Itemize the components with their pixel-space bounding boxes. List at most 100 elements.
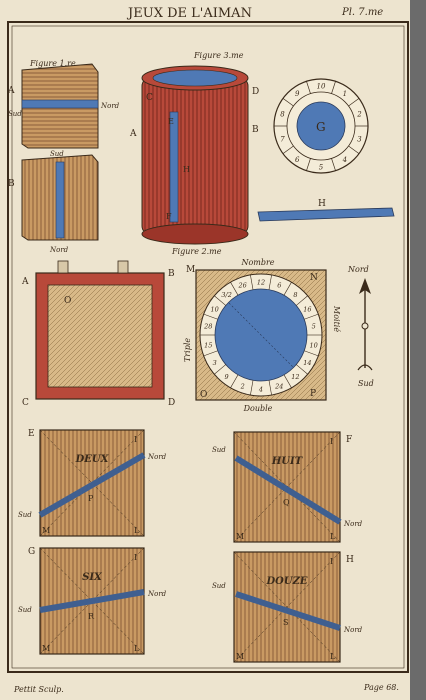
open-box-figure: A B C D O [21, 260, 175, 408]
board-label-left: Triple [183, 338, 192, 362]
plate-title: JEUX DE L'AIMAN [126, 6, 252, 21]
board-number: 15 [204, 341, 212, 349]
box-label-b: B [168, 269, 175, 279]
tile-sud: Sud [18, 511, 32, 519]
board-number: 8 [293, 291, 297, 299]
figure-1-sud: Sud [8, 110, 22, 118]
box-hinge-right [117, 260, 129, 274]
board-spoke [283, 374, 292, 388]
tile-corner-tr: I [330, 557, 333, 566]
figure-3: Figure 3.me C D A B E H F Figure 2.me [129, 51, 259, 256]
board-spoke [304, 313, 319, 320]
board-spoke [230, 374, 239, 388]
tile-corner-bl: M [42, 644, 50, 653]
board-spoke [214, 364, 226, 375]
scan-edge [410, 0, 426, 700]
tile-magnet [234, 455, 342, 525]
board-number: 6 [277, 282, 281, 290]
board-number: 12 [291, 373, 299, 381]
dial-spoke [306, 81, 311, 94]
dial-spoke [331, 158, 336, 171]
cylinder-inner-magnet [169, 111, 179, 223]
dial-spoke [348, 145, 360, 154]
page-number: Page 68. [363, 683, 399, 692]
compass-figure: Nord Sud [347, 265, 374, 388]
dial-spoke [282, 145, 294, 154]
tile-title: HUIT [271, 456, 304, 467]
tile-title: SIX [82, 572, 103, 583]
board-spoke [250, 380, 254, 396]
box-label-a: A [21, 277, 29, 287]
dial-spoke [306, 158, 311, 171]
dial-number: 4 [342, 156, 347, 164]
board-label-m: M [186, 265, 195, 275]
board-spoke [214, 295, 226, 306]
board-label-right: Moitié [332, 305, 341, 332]
board-label-p: P [310, 389, 316, 399]
board-spokes [200, 274, 322, 396]
board-number: 5 [312, 323, 316, 331]
tile-corner-bl: M [42, 526, 50, 535]
board-number: 26 [238, 282, 247, 290]
figure-1-sud-2: Sud [50, 150, 64, 158]
board-number: 10 [310, 341, 318, 349]
dial-label-g: G [316, 120, 326, 134]
figure-1-bottom-magnet [55, 161, 65, 239]
tile-corner-tr: I [134, 435, 137, 444]
dial-spoke [282, 98, 294, 107]
board-spoke [230, 282, 239, 296]
tile-magnet [39, 589, 145, 613]
box-label-o: O [64, 296, 71, 306]
tile-nord: Nord [147, 453, 167, 461]
board-number: 3 [213, 359, 217, 367]
figure-1-label-a: A [7, 86, 15, 96]
figure-3-label: Figure 3.me [193, 51, 244, 60]
board-number: 28 [203, 323, 212, 331]
tile-magnet [235, 591, 341, 631]
box-label-c: C [22, 398, 29, 408]
tile-magnet [38, 452, 146, 518]
board-number: 24 [274, 382, 283, 390]
tile-sud: Sud [18, 606, 32, 614]
tile-guide-line [233, 551, 341, 663]
figure-1-nord: Nord [100, 102, 120, 110]
tile-corner-outer: H [346, 555, 354, 565]
board-number: 3/2 [221, 291, 231, 299]
tile-center-label: P [88, 494, 94, 503]
figure-2-label: Figure 2.me [171, 247, 222, 256]
tile-nord: Nord [343, 626, 363, 634]
compass-tail [357, 364, 373, 371]
engraver-credit: Pettit Sculp. [13, 685, 64, 694]
figure-1: Figure 1.re A Nord Sud B Sud Nord [7, 59, 120, 254]
tile-sud: Sud [212, 446, 226, 454]
board-spoke [203, 350, 218, 357]
tile-corner-bl: M [236, 532, 244, 541]
dial-number: 7 [280, 136, 285, 144]
board-spoke [268, 274, 272, 290]
plate-border [7, 21, 409, 673]
compass-nord: Nord [347, 265, 369, 274]
tile-corner-br: L [330, 652, 336, 661]
box-label-d: D [168, 398, 175, 408]
cylinder-body [141, 77, 249, 235]
tile-center-label: R [88, 612, 95, 621]
dial-spokes [274, 81, 368, 171]
board-label-n: N [310, 273, 318, 283]
dial-spoke [331, 81, 336, 94]
figure-3-label-a: A [129, 129, 137, 139]
dial-number: 5 [319, 164, 324, 172]
figure-3-label-b: B [252, 125, 259, 135]
tile-corner-tr: I [330, 437, 333, 446]
figure-3-label-h: H [183, 165, 190, 174]
figure-1-top-magnet [21, 99, 99, 109]
figure-1-label: Figure 1.re [29, 59, 76, 68]
rod-label-h: H [318, 199, 326, 209]
figure-1-label-b: B [8, 179, 15, 189]
tile-corner-br: L [134, 526, 140, 535]
